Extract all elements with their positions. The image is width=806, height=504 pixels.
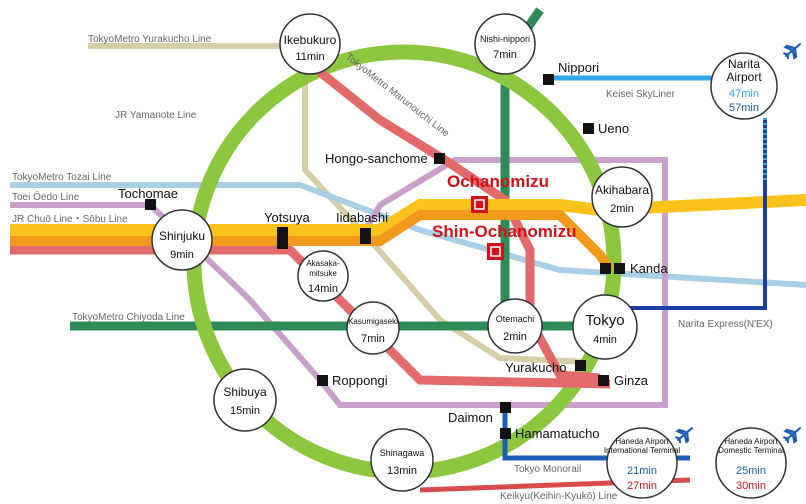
nex-line-path	[620, 118, 767, 310]
yotsuya-marker	[277, 227, 288, 249]
ginza-marker	[598, 375, 609, 386]
nishi-nippori-time: 7min	[493, 49, 517, 61]
haneda-intl-time2: 27min	[627, 480, 657, 492]
haneda-dom-name2: Domestic Terminal	[718, 446, 784, 455]
akihabara-time: 2min	[610, 203, 634, 215]
daimon-marker	[500, 402, 511, 413]
ochanomizu-highlight: Ochanomizu Shin-Ochanomizu	[432, 172, 577, 260]
kanda-marker-2	[614, 263, 625, 274]
ikebukuro-time: 11min	[295, 51, 324, 63]
airplane-icon	[675, 427, 693, 444]
akasaka-mitsuke-circle	[297, 250, 349, 302]
keikyu-line-label: Keikyu(Keihin-Kyukō) Line	[500, 491, 618, 502]
haneda-dom-name1: Haneda Airport	[724, 437, 778, 446]
shin-ochanomizu-marker-inner	[490, 246, 501, 257]
airplane-icon	[783, 43, 801, 60]
shibuya-name: Shibuya	[223, 385, 267, 399]
iidabashi-marker	[360, 228, 371, 244]
roppongi-label: Roppongi	[332, 373, 388, 388]
narita-name1: Narita	[728, 57, 760, 71]
tochomae-label: Tochomae	[118, 186, 178, 201]
circle-stations: Ikebukuro 11min Nishi-nippori 7min Akiha…	[151, 13, 787, 499]
nippori-marker	[543, 74, 554, 85]
narita-time-nex: 57min	[729, 102, 759, 114]
daimon-label: Daimon	[448, 410, 493, 425]
chuo-sobu-line-label: JR Chuō Line・Sōbu Line	[12, 214, 128, 225]
ueno-label: Ueno	[598, 121, 629, 136]
akasaka-mitsuke-name2: mitsuke	[309, 269, 337, 278]
narita-name2: Airport	[726, 70, 762, 84]
shinjuku-name: Shinjuku	[159, 229, 205, 243]
haneda-intl-name2: International Terminal	[604, 446, 681, 455]
airplane-icon	[783, 427, 801, 444]
kasumigaseki-circle	[346, 301, 400, 355]
kanda-marker-1	[600, 263, 611, 274]
shibuya-circle	[213, 368, 277, 432]
monorail-line-label: Tokyo Monorail	[514, 464, 581, 475]
ochanomizu-label: Ochanomizu	[447, 172, 549, 191]
roppongi-marker	[317, 375, 328, 386]
line-paths	[10, 7, 806, 493]
marunouchi-line-path	[302, 56, 601, 383]
shibuya-time: 15min	[230, 405, 260, 417]
chiyoda-line-label: TokyoMetro Chiyoda Line	[72, 312, 185, 323]
hamamatucho-marker	[500, 428, 511, 439]
tokyo-name: Tokyo	[585, 312, 624, 329]
iidabashi-label: Iidabashi	[336, 210, 388, 225]
hamamatucho-label: Hamamatucho	[515, 426, 600, 441]
nishi-nippori-name: Nishi-nippori	[480, 34, 530, 44]
ueno-marker	[583, 123, 594, 134]
yotsuya-label: Yotsuya	[264, 210, 311, 225]
tozai-line-label: TokyoMetro Tozai Line	[12, 172, 112, 183]
nex-line-label: Narita Express(N'EX)	[678, 319, 773, 330]
tokyo-time: 4min	[593, 334, 617, 346]
ochanomizu-marker-inner	[474, 199, 485, 210]
ikebukuro-circle	[279, 13, 341, 75]
yurakucho-line-label: TokyoMetro Yurakucho Line	[88, 34, 212, 45]
haneda-dom-time1: 25min	[736, 465, 766, 477]
yurakucho-marker	[575, 360, 586, 371]
akihabara-circle	[591, 166, 653, 228]
ochanomizu-marker	[471, 196, 488, 213]
skyliner-line-label: Keisei SkyLiner	[606, 89, 676, 100]
plain-stations: Nippori Ueno Hongo-sanchome Tochomae Yot…	[118, 60, 668, 441]
haneda-intl-name1: Haneda Airport	[615, 437, 669, 446]
tokyo-circle	[572, 294, 638, 360]
shinagawa-circle	[370, 428, 434, 492]
oedo-line-label: Toei Ōedo Line	[12, 191, 80, 203]
shin-ochanomizu-label: Shin-Ochanomizu	[432, 222, 577, 241]
akasaka-mitsuke-name1: Akasaka-	[306, 259, 340, 268]
narita-time-skyliner: 47min	[729, 88, 759, 100]
kasumigaseki-time: 7min	[361, 333, 385, 345]
shinagawa-time: 13min	[387, 465, 417, 477]
hongo-sanchome-marker	[434, 153, 445, 164]
haneda-dom-time2: 30min	[736, 480, 766, 492]
otemachi-name: Otemachi	[496, 314, 535, 324]
narita-airport-circle	[710, 52, 778, 120]
hongo-sanchome-label: Hongo-sanchome	[325, 151, 428, 166]
airplane-icons	[675, 43, 801, 444]
haneda-dom-circle	[715, 427, 787, 499]
shinjuku-time: 9min	[170, 249, 194, 261]
nippori-label: Nippori	[558, 60, 599, 75]
haneda-intl-time1: 21min	[627, 465, 657, 477]
nishi-nippori-circle	[474, 13, 536, 75]
otemachi-time: 2min	[503, 331, 527, 343]
akihabara-name: Akihabara	[595, 183, 649, 197]
shinagawa-name: Shinagawa	[380, 448, 425, 458]
yamanote-line-label: JR Yamanote Line	[115, 110, 197, 121]
yurakucho-label: Yurakucho	[505, 360, 566, 375]
shinjuku-circle	[151, 209, 213, 271]
akasaka-mitsuke-time: 14min	[308, 283, 338, 295]
haneda-intl-circle	[606, 427, 678, 499]
otemachi-circle	[487, 298, 543, 354]
shin-ochanomizu-marker	[487, 243, 504, 260]
kanda-label: Kanda	[630, 261, 668, 276]
kasumigaseki-name: Kasumigaseki	[348, 317, 398, 326]
tochomae-marker	[145, 199, 156, 210]
ginza-label: Ginza	[614, 373, 649, 388]
ikebukuro-name: Ikebukuro	[284, 33, 337, 47]
